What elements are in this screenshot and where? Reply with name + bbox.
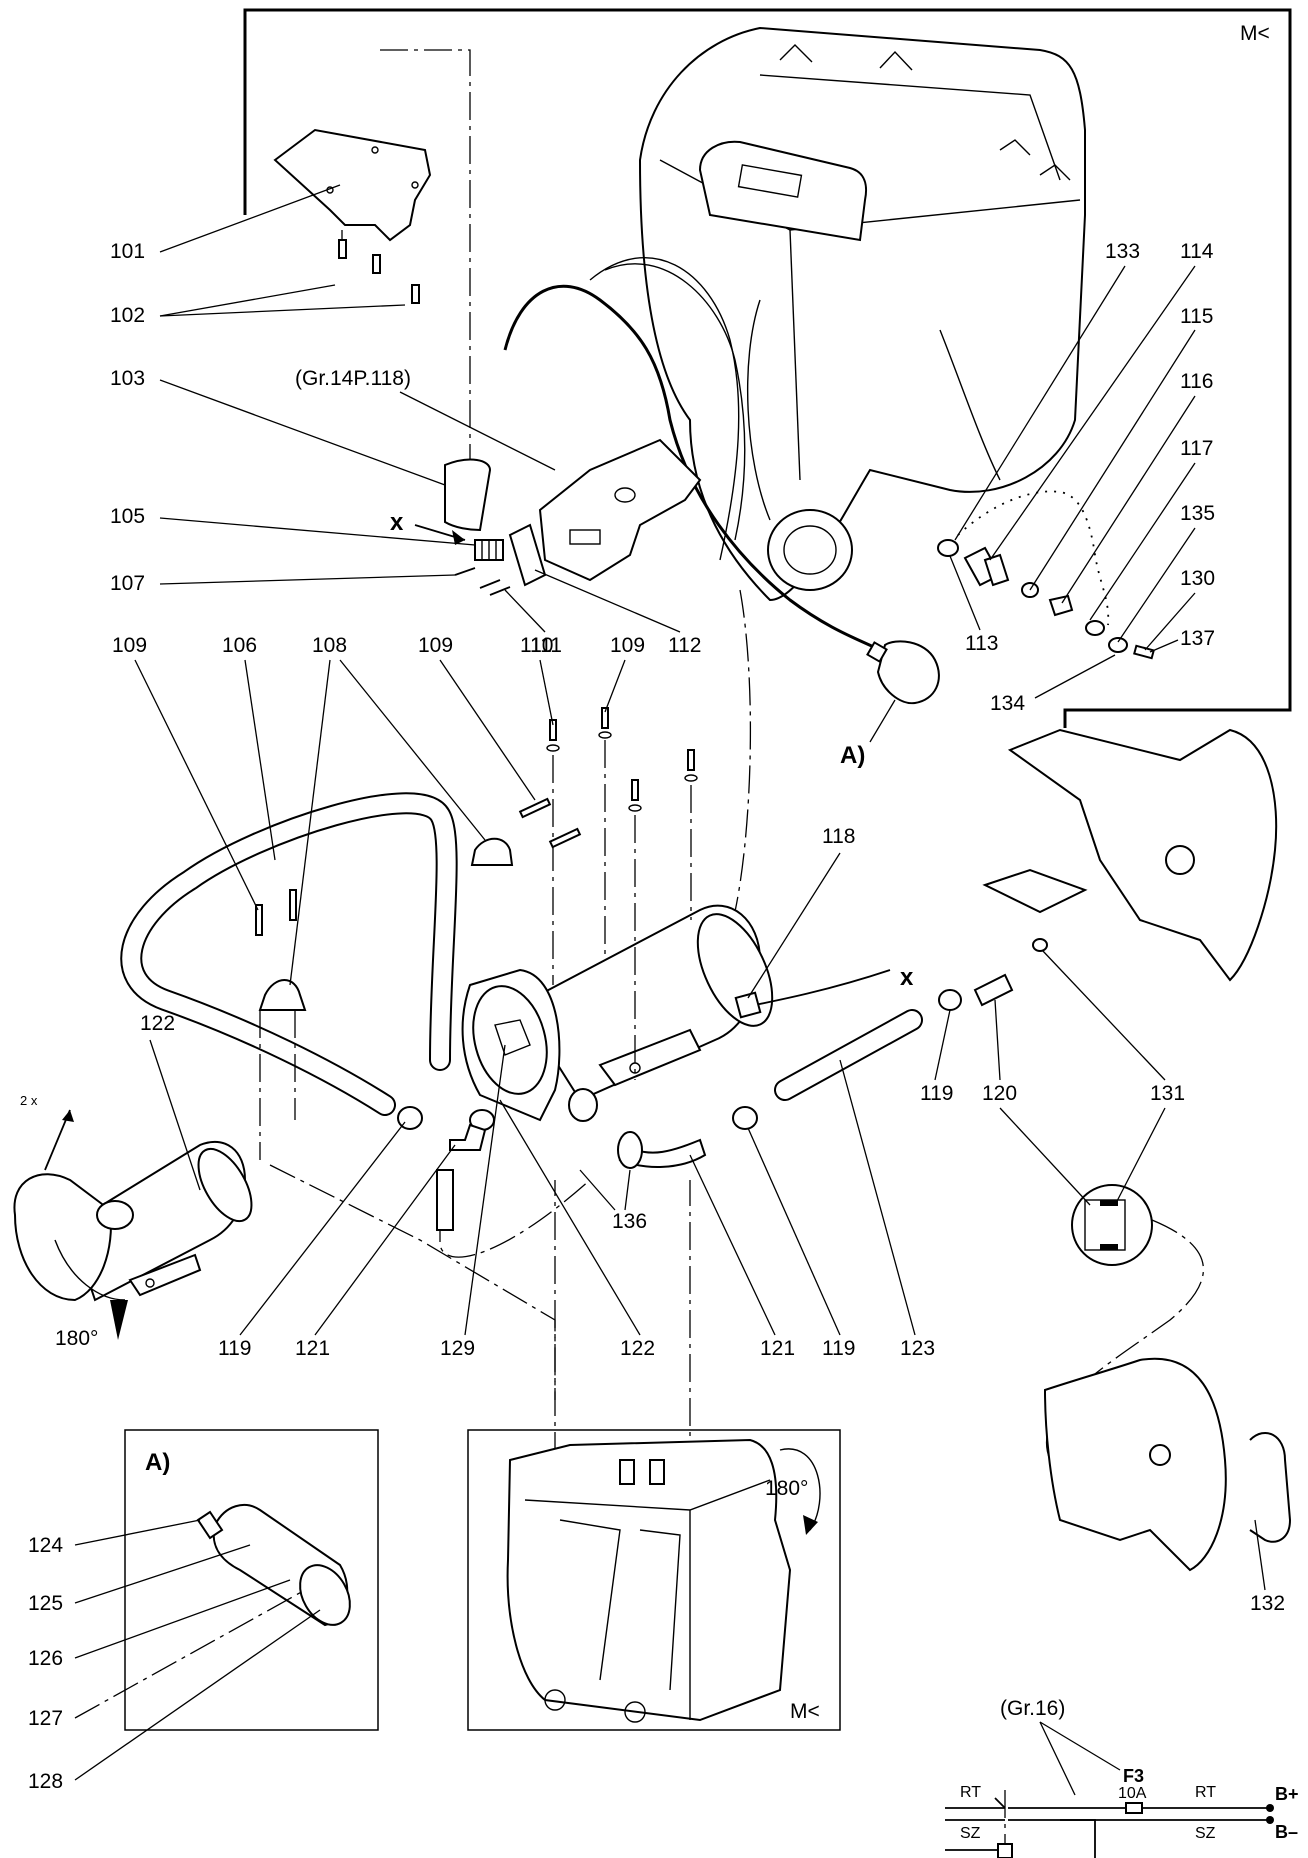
outlet-hose <box>774 1009 923 1101</box>
callout-136: 136 <box>612 1210 647 1233</box>
frame-model-code: M< <box>1240 22 1270 45</box>
callout-123: 123 <box>900 1337 935 1360</box>
terminal-block <box>474 539 504 561</box>
float-switch <box>866 640 940 705</box>
callout-134: 134 <box>990 692 1025 715</box>
callout-113: 113 <box>965 632 998 655</box>
callout-128: 128 <box>28 1770 63 1793</box>
callout-115: 115 <box>1180 305 1213 328</box>
callout-118: 118 <box>822 825 855 848</box>
callout-111: 111 <box>530 634 562 657</box>
fuse-name: F3 <box>1123 1766 1144 1786</box>
hose-nipple <box>973 973 1014 1007</box>
ref-group-14: (Gr.14P.118) <box>295 367 411 390</box>
ref-group-16: (Gr.16) <box>1000 1697 1065 1720</box>
callout-133: 133 <box>1105 240 1140 263</box>
callout-126: 126 <box>28 1647 63 1670</box>
callout-127: 127 <box>28 1707 63 1730</box>
callout-137: 137 <box>1180 627 1215 650</box>
elbow-fittings <box>449 1123 707 1169</box>
recovery-tank <box>506 1438 792 1723</box>
replacement-pump <box>13 1140 253 1302</box>
callout-109-mid: 109 <box>418 634 453 657</box>
cover-plate <box>273 128 432 242</box>
callout-131: 131 <box>1150 1082 1185 1105</box>
callout-119-left: 119 <box>218 1337 251 1360</box>
callout-109-left: 109 <box>112 634 147 657</box>
wire-label-rt-right: RT <box>1195 1784 1216 1801</box>
callout-129: 129 <box>440 1337 475 1360</box>
connector-x-label: x <box>390 509 404 536</box>
callout-132: 132 <box>1250 1592 1285 1615</box>
float-switch-cable <box>503 284 881 652</box>
pump-mounting-screws <box>546 707 698 812</box>
rotate-tank-label: 180° <box>765 1477 808 1500</box>
detail-box-float-switch <box>124 1429 379 1731</box>
times-two-label: 2 x <box>20 1093 38 1108</box>
tank-box-code: M< <box>790 1700 820 1723</box>
main-assembly-frame <box>243 8 1292 728</box>
seal-detail-view <box>1071 1184 1153 1266</box>
wire-label-rt-left: RT <box>960 1784 981 1801</box>
connector-x-label-2: x <box>900 964 914 991</box>
callout-135: 135 <box>1180 502 1215 525</box>
callout-117: 117 <box>1180 437 1213 460</box>
wiring-schematic <box>945 1790 1274 1858</box>
callout-121-left: 121 <box>295 1337 330 1360</box>
callout-103: 103 <box>110 367 145 390</box>
detail-box-title: A) <box>145 1449 170 1476</box>
connector-x-arrow <box>414 524 466 545</box>
callout-107: 107 <box>110 572 145 595</box>
callout-116: 116 <box>1180 370 1213 393</box>
rotate-pump-arrow <box>54 1239 128 1340</box>
o-ring <box>1032 938 1048 952</box>
callout-112: 112 <box>668 634 701 657</box>
callout-122-left: 122 <box>140 1012 175 1035</box>
terminal-plate <box>508 523 547 587</box>
terminal-screws <box>454 567 511 596</box>
callout-106: 106 <box>222 634 257 657</box>
callout-119-center: 119 <box>822 1337 855 1360</box>
callout-105: 105 <box>110 505 145 528</box>
machine-body-housing <box>638 26 1086 602</box>
rotate-tank-arrow <box>779 1448 821 1535</box>
rotate-pump-label: 180° <box>55 1327 98 1350</box>
callout-109-right: 109 <box>610 634 645 657</box>
float-switch-detail <box>196 1504 351 1627</box>
tank-detail-box <box>467 1429 841 1731</box>
double-arrow <box>44 1109 74 1171</box>
rear-handle-assembly <box>1043 1357 1292 1572</box>
callout-108: 108 <box>312 634 347 657</box>
battery-minus-label: B– <box>1275 1822 1298 1842</box>
protective-cover <box>444 458 492 532</box>
callout-110: 110 <box>520 634 553 657</box>
cover-screws <box>338 239 420 304</box>
callout-130: 130 <box>1180 567 1215 590</box>
chassis-fragment <box>982 728 1278 982</box>
callout-102: 102 <box>110 304 145 327</box>
callout-114: 114 <box>1180 240 1214 263</box>
callout-120: 120 <box>982 1082 1017 1105</box>
callout-122-center: 122 <box>620 1337 655 1360</box>
callout-121-right: 121 <box>760 1337 795 1360</box>
wire-label-sz-right: SZ <box>1195 1825 1216 1842</box>
pump-head <box>461 968 598 1131</box>
wire-label-sz-left: SZ <box>960 1825 981 1842</box>
detail-a-ref: A) <box>840 742 865 769</box>
callout-119-right: 119 <box>920 1082 953 1105</box>
fuse-rating: 10A <box>1118 1785 1147 1802</box>
callout-124: 124 <box>28 1534 63 1557</box>
callout-101: 101 <box>110 240 145 263</box>
switch-bracket <box>538 438 702 582</box>
hose-clamp-brackets <box>255 797 582 1011</box>
callout-125: 125 <box>28 1592 63 1615</box>
suction-hose <box>120 792 458 1116</box>
battery-plus-label: B+ <box>1275 1784 1299 1804</box>
